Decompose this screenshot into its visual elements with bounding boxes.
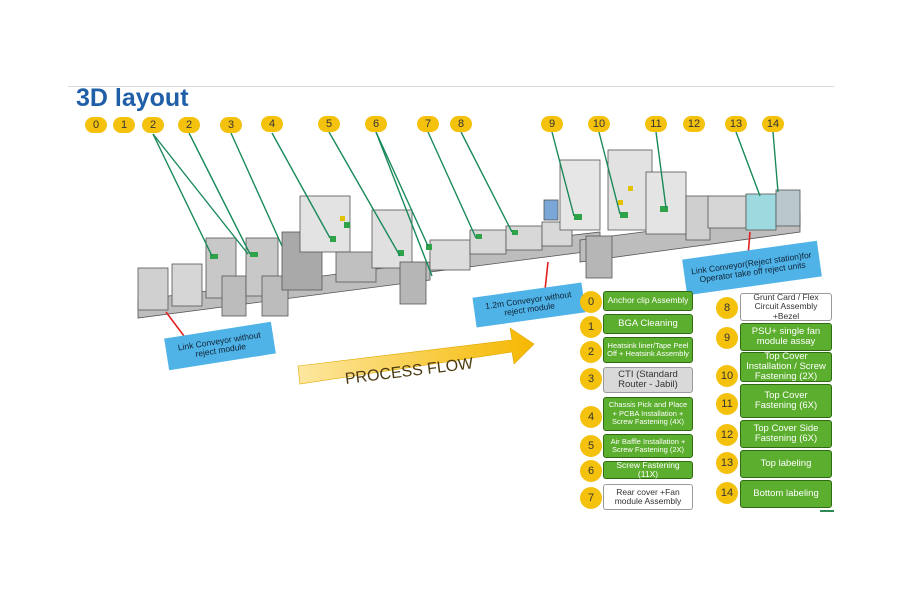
station-number-9: 9 bbox=[541, 116, 563, 132]
station-number-7: 7 bbox=[417, 116, 439, 132]
station-number-13: 13 bbox=[725, 116, 747, 132]
legend-badge: 10 bbox=[716, 365, 738, 387]
station-number-5: 5 bbox=[318, 116, 340, 132]
station-number-6: 6 bbox=[365, 116, 387, 132]
legend-badge: 1 bbox=[580, 316, 602, 338]
legend-item: Top labeling bbox=[740, 450, 832, 478]
legend-badge: 11 bbox=[716, 393, 738, 415]
process-flow-arrow bbox=[297, 327, 535, 385]
slide-top-rule bbox=[68, 86, 834, 87]
legend-badge: 0 bbox=[580, 291, 602, 313]
station-accents bbox=[210, 206, 668, 259]
station-number-3: 3 bbox=[220, 117, 242, 133]
legend-badge: 8 bbox=[716, 297, 738, 319]
legend-item: Chassis Pick and Place + PCBA Installati… bbox=[603, 397, 693, 431]
legend-badge: 5 bbox=[580, 435, 602, 457]
station-number-8: 8 bbox=[450, 116, 472, 132]
legend-item: CTI (Standard Router - Jabil) bbox=[603, 367, 693, 393]
legend-badge: 3 bbox=[580, 368, 602, 390]
station-number-4: 4 bbox=[261, 116, 283, 132]
station-number-11: 11 bbox=[645, 116, 667, 132]
legend-badge: 12 bbox=[716, 424, 738, 446]
station-number-2a: 2 bbox=[142, 117, 164, 133]
leader-lines bbox=[152, 131, 779, 277]
slide-bottom-accent bbox=[820, 510, 834, 512]
legend-badge: 7 bbox=[580, 487, 602, 509]
station-number-0: 0 bbox=[85, 117, 107, 133]
legend-item: Anchor clip Assembly bbox=[603, 291, 693, 311]
legend-badge: 14 bbox=[716, 482, 738, 504]
legend-item: Air Baffle Installation + Screw Fastenin… bbox=[603, 434, 693, 458]
legend-badge: 4 bbox=[580, 406, 602, 428]
legend-item: PSU+ single fan module assay bbox=[740, 323, 832, 351]
legend-item: Screw Fastening (11X) bbox=[603, 460, 693, 479]
legend-item: BGA Cleaning bbox=[603, 314, 693, 334]
legend-badge: 9 bbox=[716, 327, 738, 349]
legend-item: Grunt Card / Flex Circuit Assembly +Beze… bbox=[740, 292, 832, 321]
station-number-14: 14 bbox=[762, 116, 784, 132]
legend-item: Top Cover Fastening (6X) bbox=[740, 384, 832, 418]
machine-line bbox=[137, 149, 801, 319]
legend-item: Bottom labeling bbox=[740, 480, 832, 508]
station-number-10: 10 bbox=[588, 116, 610, 132]
legend-item: Heatsink liner/Tape Peel Off + Heatsink … bbox=[603, 337, 693, 363]
legend-badge: 13 bbox=[716, 452, 738, 474]
station-number-1: 1 bbox=[113, 117, 135, 133]
legend-badge: 2 bbox=[580, 341, 602, 363]
legend-item: Top Cover Installation / Screw Fastening… bbox=[740, 352, 832, 382]
station-number-2b: 2 bbox=[178, 117, 200, 133]
legend-badge: 6 bbox=[580, 460, 602, 482]
legend-item: Top Cover Side Fastening (6X) bbox=[740, 420, 832, 448]
page-title: 3D layout bbox=[76, 84, 189, 112]
station-number-12: 12 bbox=[683, 116, 705, 132]
legend-item: Rear cover +Fan module Assembly bbox=[603, 484, 693, 510]
